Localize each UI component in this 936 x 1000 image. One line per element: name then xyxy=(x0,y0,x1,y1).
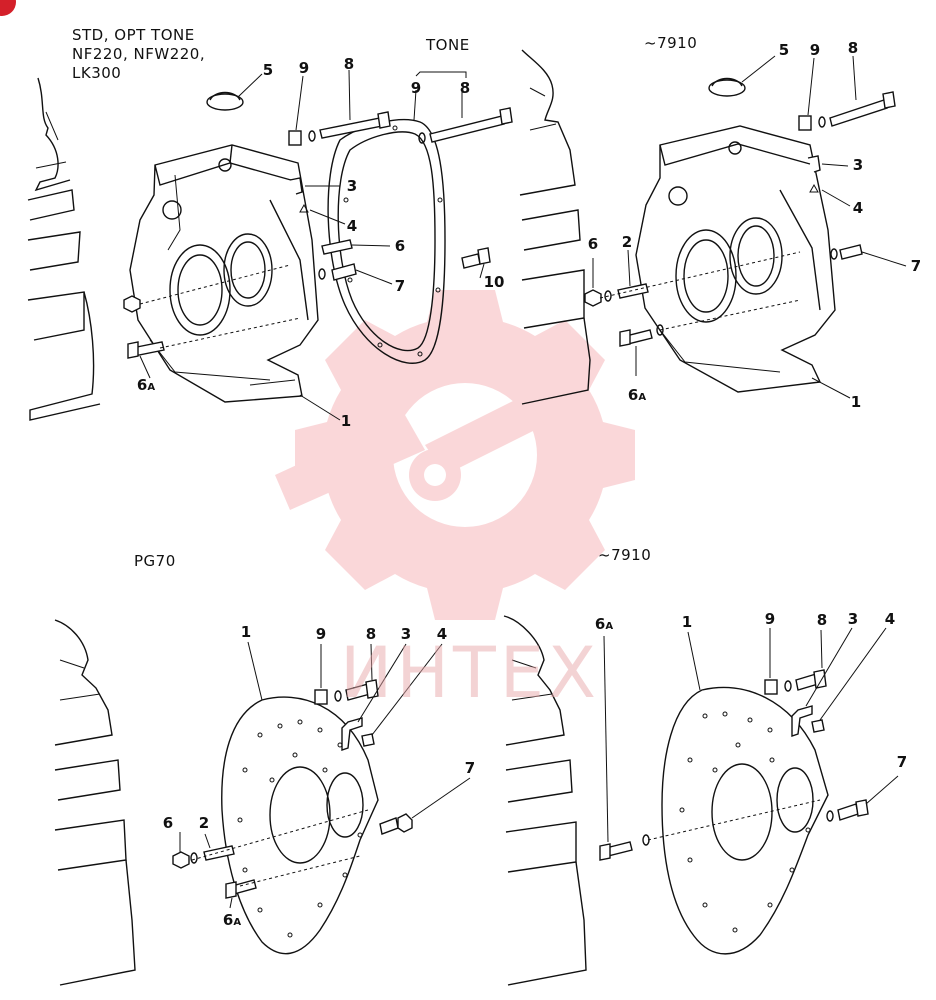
q2-small-parts xyxy=(584,77,896,347)
caption-top-left-line-2: NF220, NFW220, xyxy=(72,45,206,63)
callout-q2-6a-sub: A xyxy=(638,392,647,403)
callout-q2-7: 7 xyxy=(910,257,922,275)
caption-top-left: STD, OPT TONE NF220, NFW220, LK300 xyxy=(72,26,205,83)
caption-top-tone: TONE xyxy=(426,36,470,54)
callout-q2-3: 3 xyxy=(852,156,864,174)
callout-q2-9: 9 xyxy=(809,41,821,59)
q4-leader-lines xyxy=(603,627,899,843)
q2-leader-lines xyxy=(592,55,907,399)
callout-q3-1: 1 xyxy=(240,623,252,641)
caption-top-left-line-3: LK300 xyxy=(72,64,122,82)
callout-q2-4: 4 xyxy=(852,199,864,217)
callout-q3-9: 9 xyxy=(315,625,327,643)
callout-q1-8b: 8 xyxy=(459,79,471,97)
callout-q1-6a: 6A xyxy=(137,376,155,394)
callout-q2-2: 2 xyxy=(621,233,633,251)
caption-top-right: ~7910 xyxy=(644,34,698,52)
callout-q3-6a-sub: A xyxy=(233,917,242,928)
callout-q1-10: 10 xyxy=(483,273,505,291)
caption-top-left-line-1: STD, OPT TONE xyxy=(72,26,195,44)
q1-leader-lines xyxy=(139,69,485,421)
callout-q3-7: 7 xyxy=(464,759,476,777)
q3-leader-lines xyxy=(179,641,471,909)
q2-flywheel-housing xyxy=(635,125,836,393)
callout-q4-6a: 6A xyxy=(595,615,613,633)
callout-q1-6a-sub: A xyxy=(147,382,156,393)
caption-bottom-right: ~7910 xyxy=(598,546,652,564)
callout-q2-8: 8 xyxy=(847,39,859,57)
q3-small-parts xyxy=(172,679,413,899)
callout-q2-6a: 6A xyxy=(628,386,646,404)
q4-small-parts xyxy=(599,669,869,861)
callout-q3-4: 4 xyxy=(436,625,448,643)
callout-q3-8: 8 xyxy=(365,625,377,643)
q2-engine-block xyxy=(519,49,591,405)
callout-q1-9b: 9 xyxy=(410,79,422,97)
callout-q1-9: 9 xyxy=(298,59,310,77)
callout-q3-2: 2 xyxy=(198,814,210,832)
q4-engine-block xyxy=(503,615,587,986)
callout-q3-6a: 6A xyxy=(223,911,241,929)
q3-adapter-plate xyxy=(221,696,379,955)
callout-q4-9: 9 xyxy=(764,610,776,628)
callout-q4-6a-sub: A xyxy=(605,621,614,632)
callout-q4-3: 3 xyxy=(847,610,859,628)
callout-q4-6a-num: 6 xyxy=(594,615,606,633)
callout-q1-3: 3 xyxy=(346,177,358,195)
caption-bottom-left: PG70 xyxy=(134,552,176,570)
callout-q3-3: 3 xyxy=(400,625,412,643)
watermark-text: ИНТЕХ xyxy=(340,632,600,714)
q1-gasket-ring xyxy=(327,119,446,364)
callout-q2-5: 5 xyxy=(778,41,790,59)
callout-q1-5: 5 xyxy=(262,61,274,79)
callout-q2-6: 6 xyxy=(587,235,599,253)
callout-q2-1: 1 xyxy=(850,393,862,411)
callout-q1-4: 4 xyxy=(346,217,358,235)
callout-q4-4: 4 xyxy=(884,610,896,628)
callout-q4-8: 8 xyxy=(816,611,828,629)
callout-q4-1: 1 xyxy=(681,613,693,631)
callout-q3-6a-num: 6 xyxy=(222,911,234,929)
q4-adapter-plate xyxy=(661,686,829,955)
callout-q1-1: 1 xyxy=(340,412,352,430)
callout-q2-6a-num: 6 xyxy=(627,386,639,404)
q1-flywheel-housing xyxy=(129,144,319,403)
callout-q1-7: 7 xyxy=(394,277,406,295)
corner-badge xyxy=(0,0,16,16)
q3-engine-block xyxy=(54,619,136,986)
callout-q1-6: 6 xyxy=(394,237,406,255)
callout-q1-6a-num: 6 xyxy=(136,376,148,394)
watermark-gear-icon xyxy=(275,290,635,620)
q1-small-parts xyxy=(123,91,513,359)
callout-q1-8: 8 xyxy=(343,55,355,73)
q1-engine-block xyxy=(27,77,101,421)
callout-q3-6: 6 xyxy=(162,814,174,832)
callout-q4-7: 7 xyxy=(896,753,908,771)
